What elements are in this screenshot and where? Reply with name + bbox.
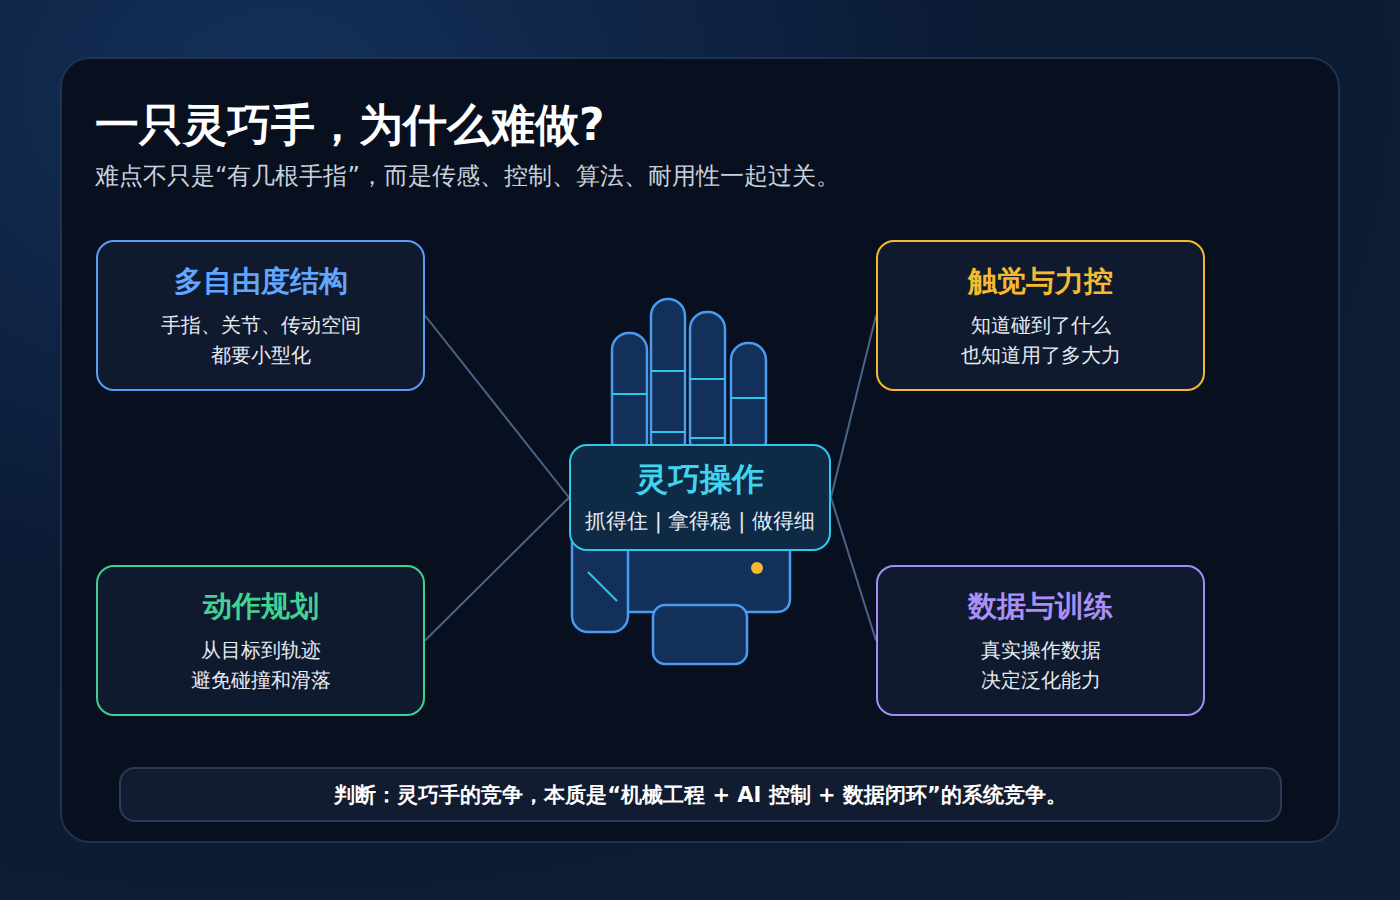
feature-box: 动作规划从目标到轨迹 避免碰撞和滑落 [96,565,425,716]
box-heading: 触觉与力控 [968,262,1113,302]
finger [690,312,725,458]
finger [651,299,685,458]
box-heading: 动作规划 [203,587,319,627]
connector-line [831,316,876,498]
box-heading: 多自由度结构 [174,262,348,302]
page-caption: 难点不只是“有几根手指”，而是传感、控制、算法、耐用性一起过关。 [95,160,840,192]
feature-box: 数据与训练真实操作数据 决定泛化能力 [876,565,1205,716]
wrist [653,605,747,664]
conclusion-bar: 判断：灵巧手的竞争，本质是“机械工程 + AI 控制 + 数据闭环”的系统竞争。 [119,767,1282,822]
box-body: 抓得住 | 拿得稳 | 做得细 [585,506,815,538]
box-heading: 判断：灵巧手的竞争，本质是“机械工程 + AI 控制 + 数据闭环”的系统竞争。 [334,781,1066,809]
feature-box: 多自由度结构手指、关节、传动空间 都要小型化 [96,240,425,391]
center-box: 灵巧操作抓得住 | 拿得稳 | 做得细 [569,444,831,551]
box-body: 从目标到轨迹 避免碰撞和滑落 [188,635,334,695]
feature-box: 触觉与力控知道碰到了什么 也知道用了多大力 [876,240,1205,391]
connector-line [831,498,876,641]
box-body: 知道碰到了什么 也知道用了多大力 [958,310,1124,370]
finger [731,343,766,458]
finger [612,333,647,458]
sensor-dot [751,562,763,574]
connector-line [425,316,569,498]
box-heading: 灵巧操作 [636,458,764,502]
box-heading: 数据与训练 [968,587,1113,627]
connector-line [425,498,569,641]
page-title: 一只灵巧手，为什么难做? [95,96,605,155]
box-body: 手指、关节、传动空间 都要小型化 [158,310,364,370]
box-body: 真实操作数据 决定泛化能力 [975,635,1107,695]
